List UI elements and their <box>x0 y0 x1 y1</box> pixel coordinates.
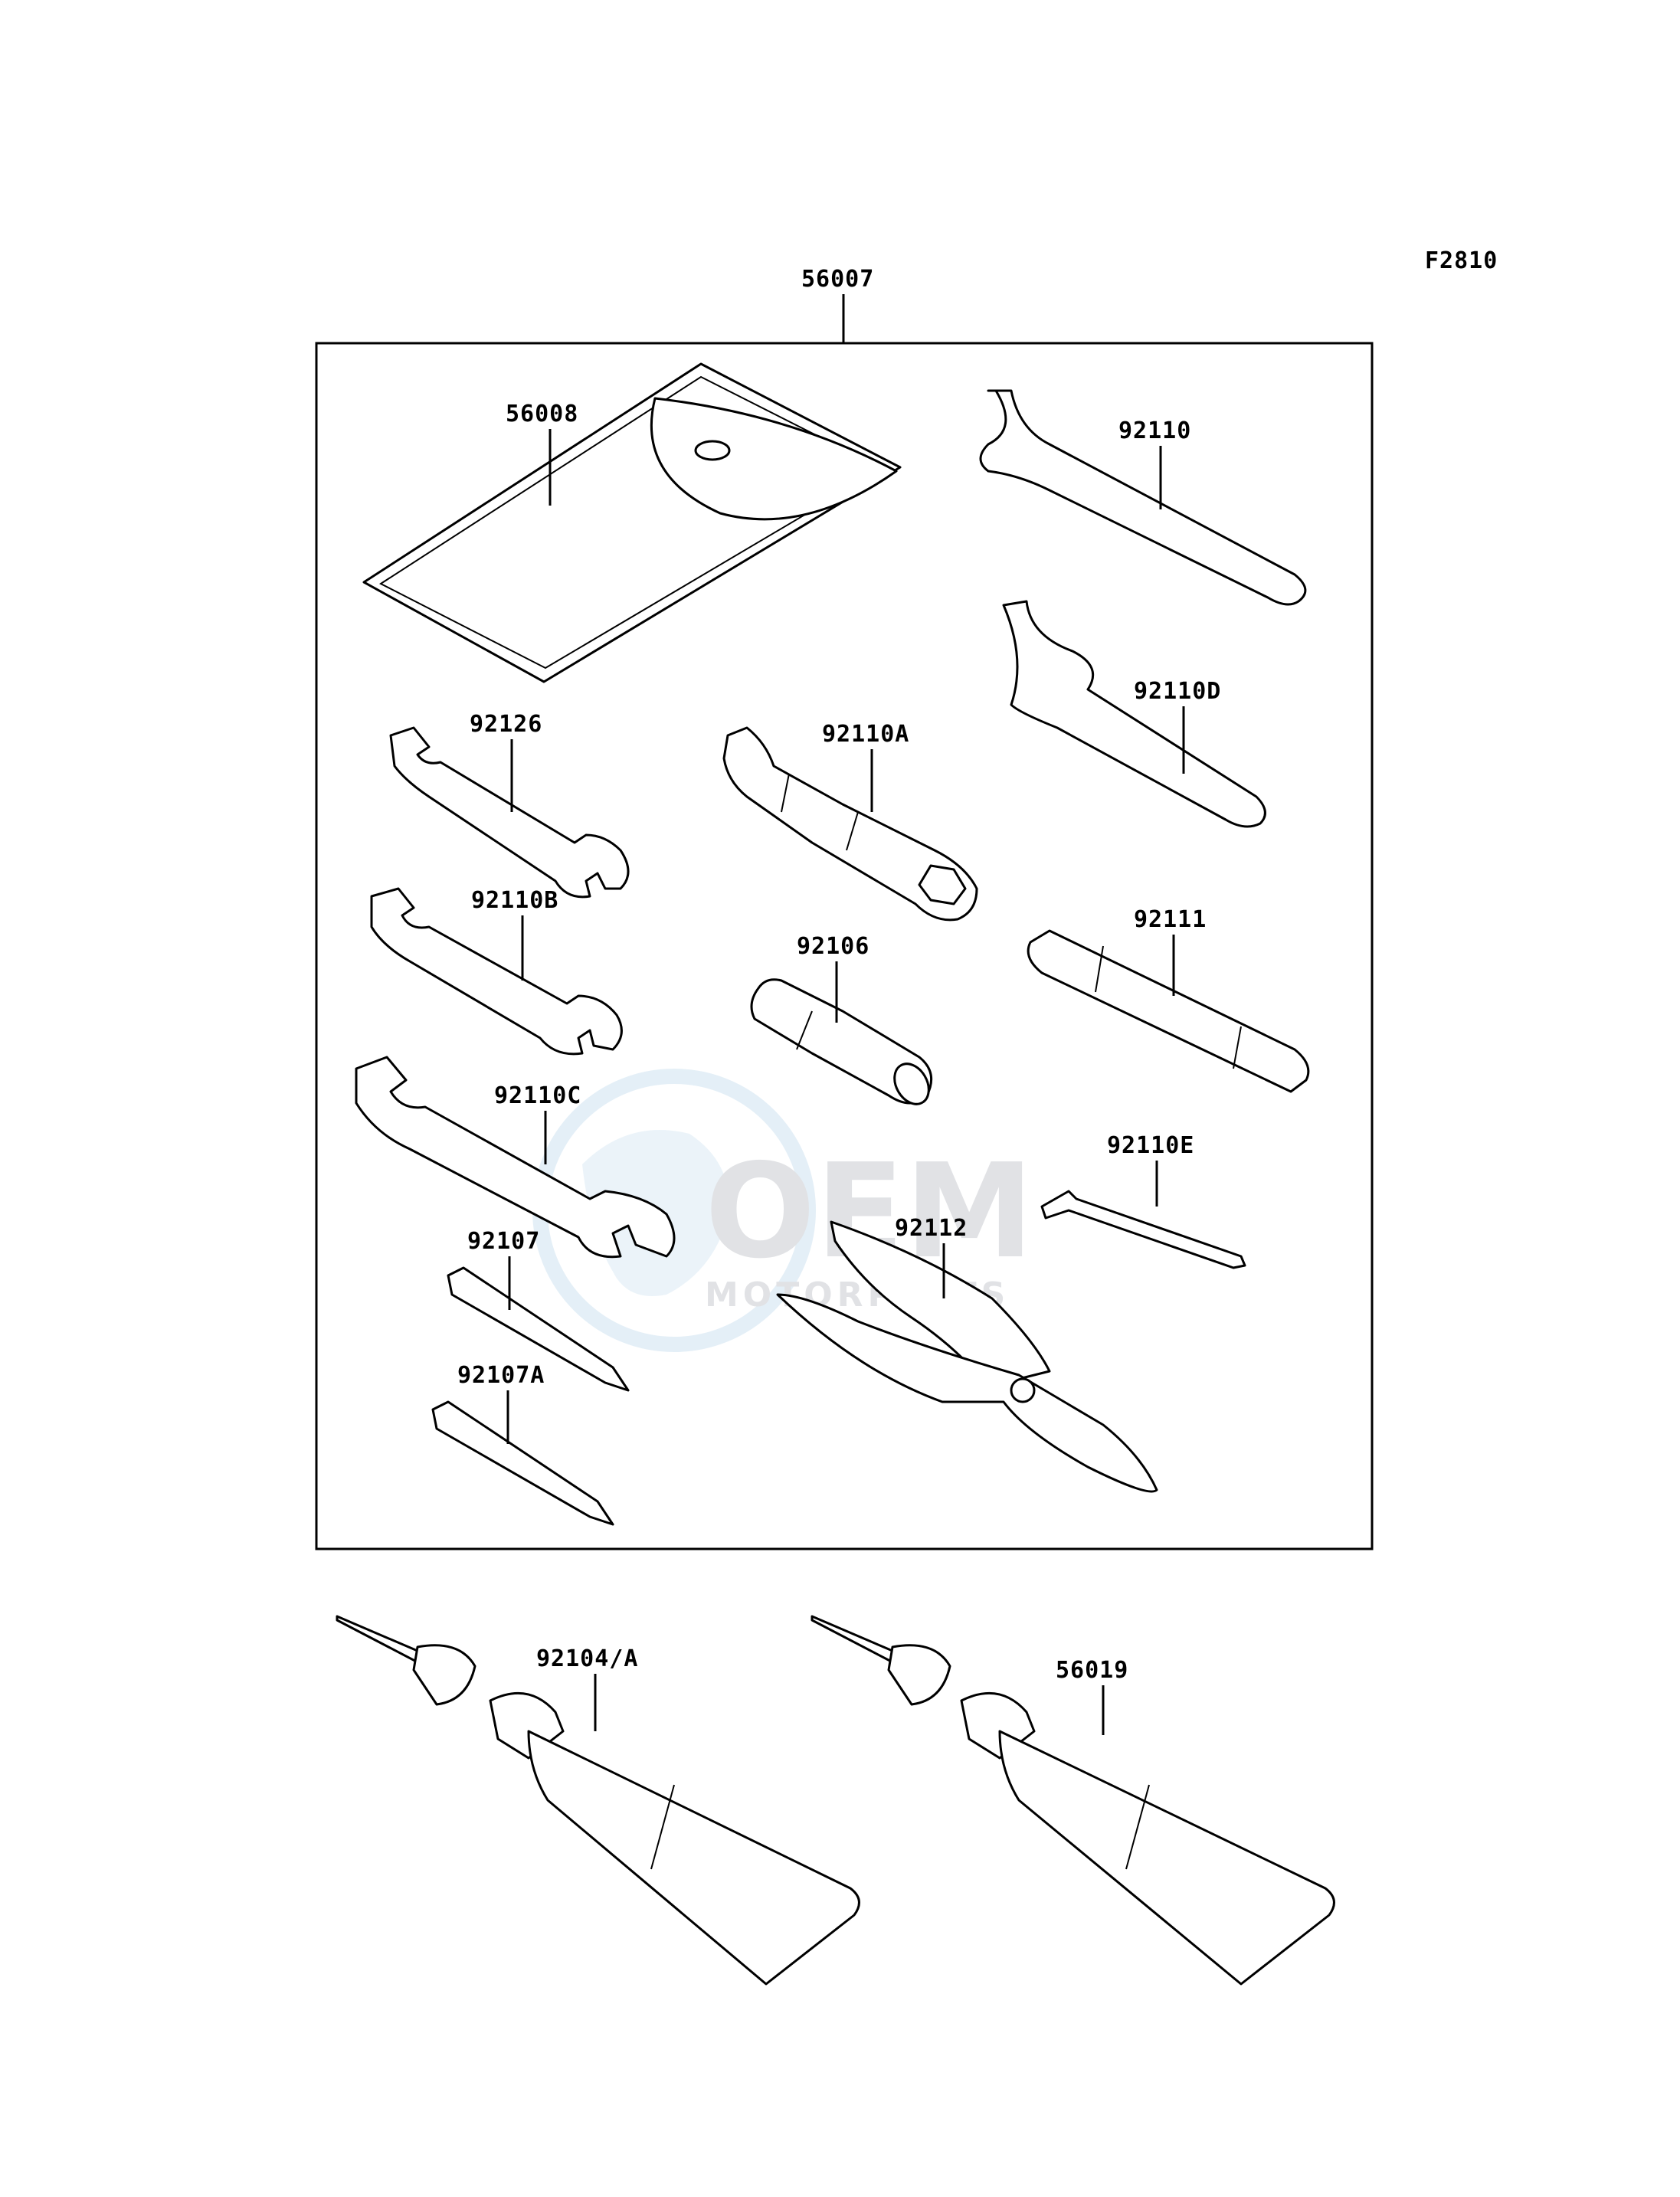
label-92110E: 92110E <box>1107 1132 1194 1159</box>
open-end-wrench-medium-icon <box>370 887 623 1056</box>
spark-plug-socket-icon <box>722 726 978 922</box>
label-92110D: 92110D <box>1134 678 1221 705</box>
tool-case-icon <box>362 362 902 683</box>
extension-bar-icon <box>1027 929 1310 1093</box>
open-end-wrench-small-icon <box>389 726 630 899</box>
pliers-icon <box>776 1220 1158 1493</box>
label-92110B: 92110B <box>471 887 558 914</box>
kit-label: 56007 <box>801 266 874 293</box>
hex-key-icon <box>1040 1190 1246 1269</box>
label-92107A: 92107A <box>457 1362 545 1389</box>
label-56008: 56008 <box>506 401 578 427</box>
label-92104A: 92104/A <box>536 1645 638 1672</box>
screwdriver-bit-small-icon <box>431 1400 614 1526</box>
open-end-wrench-large-icon <box>355 1056 676 1259</box>
label-92106: 92106 <box>797 933 869 960</box>
label-92110: 92110 <box>1118 417 1191 444</box>
label-92110A: 92110A <box>822 721 909 748</box>
c-spanner-icon <box>1002 600 1266 828</box>
grease-tube-icon <box>336 1615 860 1986</box>
label-92111: 92111 <box>1134 906 1207 933</box>
screwdriver-bit-icon <box>447 1266 630 1392</box>
driver-handle-icon <box>750 978 933 1105</box>
hook-spanner-icon <box>979 389 1307 606</box>
label-92110C: 92110C <box>494 1082 581 1109</box>
label-56019: 56019 <box>1056 1657 1128 1684</box>
grease-tube-2-icon <box>811 1615 1335 1986</box>
label-92107: 92107 <box>467 1228 540 1255</box>
label-92112: 92112 <box>895 1215 968 1242</box>
diagram-code: F2810 <box>1425 247 1498 274</box>
label-92126: 92126 <box>470 711 542 738</box>
